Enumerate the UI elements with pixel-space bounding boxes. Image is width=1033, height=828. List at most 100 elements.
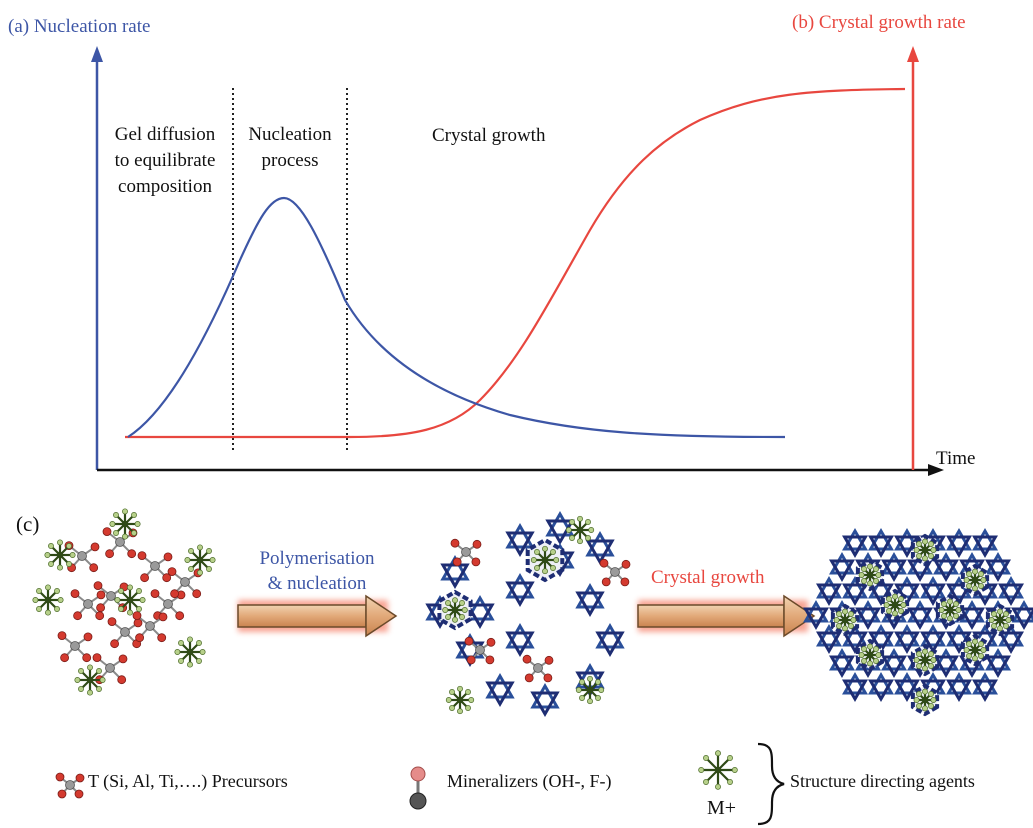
sda-molecule-icon: [114, 584, 146, 616]
sda-molecule-icon: [833, 608, 857, 632]
sda-molecule-icon: [174, 636, 206, 668]
framework-star-icon: [946, 672, 972, 702]
region-gel-line2: to equilibrate: [114, 150, 216, 171]
region-gel-line1: Gel diffusion: [114, 124, 216, 145]
step-crystal-growth: Crystal growth: [651, 567, 765, 588]
framework-star-icon: [816, 576, 842, 606]
sda-molecule-icon: [988, 608, 1012, 632]
precursor-molecule-icon: [464, 636, 496, 665]
framework-star-icon: [998, 576, 1024, 606]
framework-star-icon: [933, 648, 959, 678]
precursor-molecule-icon: [132, 611, 168, 643]
precursor-icon: [55, 772, 85, 799]
legend-cation: M+: [707, 797, 737, 819]
sda-molecule-icon: [44, 539, 76, 571]
sda-molecule-icon: [184, 544, 216, 576]
framework-star-icon: [575, 582, 605, 618]
framework-star-icon: [946, 624, 972, 654]
framework-star-icon: [485, 672, 515, 708]
framework-star-icon: [803, 600, 829, 630]
region-crystal-growth: Crystal growth: [432, 125, 546, 146]
region-nucleation: Nucleation process: [235, 122, 345, 174]
framework-star-icon: [972, 528, 998, 558]
framework-star-icon: [894, 672, 920, 702]
panel-a-label: (a) Nucleation rate: [8, 16, 151, 37]
precursor-molecule-icon: [450, 538, 482, 567]
sda-molecule-icon: [32, 584, 64, 616]
framework-star-icon: [842, 672, 868, 702]
precursor-molecule-icon: [57, 631, 93, 663]
sda-molecule-icon: [913, 648, 937, 672]
framework-star-icon: [842, 528, 868, 558]
sda-molecule-icon: [530, 545, 560, 575]
sda-molecule-icon: [109, 508, 141, 540]
step1-line2: & nucleation: [267, 573, 367, 594]
precursor-molecule-icon: [107, 617, 143, 649]
framework-star-icon: [985, 552, 1011, 582]
framework-star-icon: [868, 624, 894, 654]
step-polymerisation: Polymerisation & nucleation: [232, 546, 402, 596]
panel-c-label: (c): [16, 512, 40, 536]
framework-star-icon: [585, 530, 615, 566]
framework-star-icon: [920, 624, 946, 654]
sda-molecule-icon: [74, 664, 106, 696]
framework-star-icon: [933, 552, 959, 582]
sda-molecule-icon: [575, 675, 605, 705]
sda-legend-icon: [698, 750, 738, 790]
process-arrow-1: [237, 594, 398, 638]
framework-star-icon: [972, 672, 998, 702]
sda-molecule-icon: [445, 685, 475, 715]
x-axis-arrowhead: [928, 464, 944, 476]
framework-star-icon: [907, 600, 933, 630]
framework-star-icon: [842, 576, 868, 606]
sda-molecule-icon: [963, 568, 987, 592]
framework-star-icon: [505, 572, 535, 608]
sda-molecule-icon: [442, 597, 468, 623]
y-axis-left-arrowhead: [91, 46, 103, 62]
framework-star-icon: [505, 522, 535, 558]
region-nuc-line2: process: [261, 150, 319, 171]
crystal-growth-curve: [125, 87, 906, 439]
mineralizer-icon: [409, 766, 427, 810]
legend-mineralizers: Mineralizers (OH-, F-): [447, 771, 612, 791]
framework-star-icon: [465, 594, 495, 630]
x-axis-label: Time: [936, 448, 976, 469]
precursor-molecule-icon: [137, 551, 173, 583]
framework-star-icon: [842, 624, 868, 654]
framework-star-icon: [946, 576, 972, 606]
framework-star-icon: [881, 552, 907, 582]
precursor-molecule-icon: [70, 589, 106, 621]
framework-star-icon: [868, 528, 894, 558]
region-gel-diffusion: Gel diffusion to equilibrate composition: [100, 122, 230, 200]
legend-precursors: T (Si, Al, Ti,….) Precursors: [88, 771, 288, 791]
framework-star-icon: [985, 648, 1011, 678]
region-nuc-line1: Nucleation: [248, 124, 332, 145]
framework-star-icon: [855, 600, 881, 630]
framework-star-icon: [505, 622, 535, 658]
sda-molecule-icon: [858, 643, 882, 667]
framework-star-icon: [595, 622, 625, 658]
sda-molecule-icon: [963, 638, 987, 662]
framework-star-icon: [530, 682, 560, 718]
framework-star-icon: [959, 600, 985, 630]
framework-star-icon: [816, 624, 842, 654]
framework-star-icon: [1011, 600, 1033, 630]
sda-molecule-icon: [883, 593, 907, 617]
nucleation-curve: [127, 196, 786, 439]
process-arrow-2: [637, 594, 816, 638]
legend-sda: Structure directing agents: [790, 771, 975, 791]
sda-molecule-icon: [565, 515, 595, 545]
framework-star-icon: [998, 624, 1024, 654]
framework-star-icon: [894, 624, 920, 654]
framework-star-icon: [545, 510, 575, 546]
precursor-molecule-icon: [599, 558, 631, 587]
framework-star-icon: [829, 648, 855, 678]
y-axis-right-arrowhead: [907, 46, 919, 62]
framework-star-icon: [881, 648, 907, 678]
framework-star-icon: [920, 576, 946, 606]
precursor-molecule-icon: [522, 654, 554, 683]
panel-b-label: (b) Crystal growth rate: [792, 12, 966, 33]
precursor-molecule-icon: [150, 589, 186, 621]
